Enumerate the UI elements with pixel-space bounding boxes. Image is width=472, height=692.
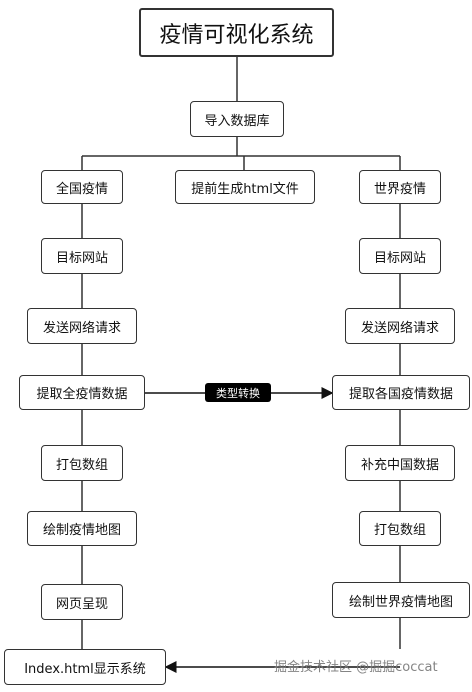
- left-node-2: 发送网络请求: [27, 308, 137, 344]
- db-node: 导入数据库: [190, 101, 284, 137]
- right-node-2: 发送网络请求: [345, 308, 455, 344]
- left-node-0: 全国疫情: [41, 170, 123, 204]
- right-node-6: 绘制世界疫情地图: [332, 582, 470, 618]
- pregen-html-node: 提前生成html文件: [175, 170, 315, 204]
- right-node-3: 提取各国疫情数据: [332, 375, 470, 410]
- convert-label: 类型转换: [205, 383, 271, 402]
- right-node-4: 补充中国数据: [345, 445, 455, 481]
- left-node-3: 提取全疫情数据: [19, 375, 145, 410]
- right-node-1: 目标网站: [359, 238, 441, 274]
- watermark-text: 掘金技术社区 @掘掘coccat: [274, 660, 438, 675]
- left-node-6: 网页呈现: [41, 584, 123, 620]
- left-node-5: 绘制疫情地图: [27, 511, 137, 546]
- title-node: 疫情可视化系统: [139, 8, 334, 57]
- left-node-1: 目标网站: [41, 238, 123, 274]
- left-node-4: 打包数组: [41, 445, 123, 481]
- right-node-5: 打包数组: [359, 511, 441, 546]
- right-node-0: 世界疫情: [359, 170, 441, 204]
- final-node: Index.html显示系统: [4, 649, 166, 685]
